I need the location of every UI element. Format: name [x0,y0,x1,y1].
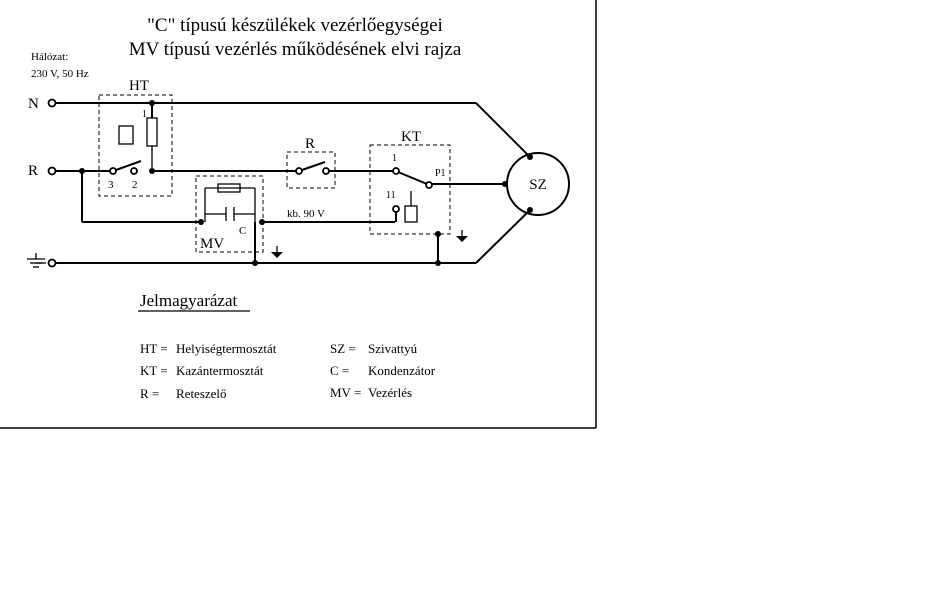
junction-mv-in [198,219,204,225]
wire-live-bypass [81,171,201,223]
legend-mv-code: MV = [330,385,361,400]
ht-relay-box [118,125,134,145]
junction-mv-out [259,219,265,225]
legend-ht-text: Helyiségtermosztát [176,341,277,356]
legend-ht-code: HT = [140,341,168,356]
legend-mv-text: Vezérlés [368,385,412,400]
legend-heading: Jelmagyarázat [140,291,237,310]
svg-text:1: 1 [392,153,397,164]
junction-pump-left [502,181,508,187]
r-block: R [286,136,336,189]
junction-r-bypass [79,168,85,174]
legend-c-code: C = [330,363,349,378]
terminal-ground [47,258,57,268]
legend-c-text: Kondenzátor [368,363,436,378]
network-label: Hálózat: [31,51,68,63]
pump-sz: SZ [506,152,570,216]
ht-switch-blade [115,160,142,171]
junction-mv-ground [252,260,258,266]
kt-switch-blade [397,171,428,185]
svg-text:2: 2 [132,179,138,191]
ground-mark-kt [456,230,468,242]
svg-text:1: 1 [142,109,147,120]
svg-text:11: 11 [386,190,396,201]
legend: Jelmagyarázat HT = Helyiségtermosztát KT… [138,291,436,401]
legend-kt-text: Kazántermosztát [176,363,264,378]
legend-kt-code: KT = [140,363,168,378]
ht-resistor [146,117,158,147]
terminal-n [47,98,57,108]
junction-kt-ground [435,231,441,237]
r-switch-blade [301,161,326,171]
mv-label: MV [200,236,224,252]
legend-sz-code: SZ = [330,341,356,356]
ground-symbol-left [27,253,46,268]
mv-block: MV C [195,175,264,263]
r-label: R [305,136,315,152]
ht-label: HT [129,78,149,94]
legend-sz-text: Szivattyú [368,341,418,356]
mv-capacitor-label: C [239,225,246,237]
kt-label: KT [401,129,421,145]
mv-resistor [217,183,241,193]
kt-relay-box [404,205,418,223]
live-line-label: R [28,163,38,179]
wire-ground [56,209,531,264]
neutral-line-label: N [28,96,39,112]
wire-neutral [56,102,531,158]
title-line-1: "C" típusú készülékek vezérlőegységei [147,15,443,36]
title-line-2: MV típusú vezérlés működésének elvi rajz… [129,39,462,60]
junction-n-ht [149,100,155,106]
ht-block: HT 1 2 3 [98,78,173,197]
network-spec: 230 V, 50 Hz [31,68,89,80]
junction-ht-pin2 [149,168,155,174]
ground-mark-mv [271,246,283,258]
legend-r-text: Reteszelő [176,386,227,401]
kt-block: KT 1 P1 11 [369,129,451,263]
junction-pump-bottom [527,207,533,213]
legend-r-code: R = [140,386,159,401]
svg-text:3: 3 [108,179,114,191]
pump-label: SZ [529,177,547,193]
junction-pump-top [527,154,533,160]
voltage-label: kb. 90 V [287,208,325,220]
junction-ground-kt [435,260,441,266]
svg-text:P1: P1 [435,168,446,179]
terminal-r [47,166,57,176]
